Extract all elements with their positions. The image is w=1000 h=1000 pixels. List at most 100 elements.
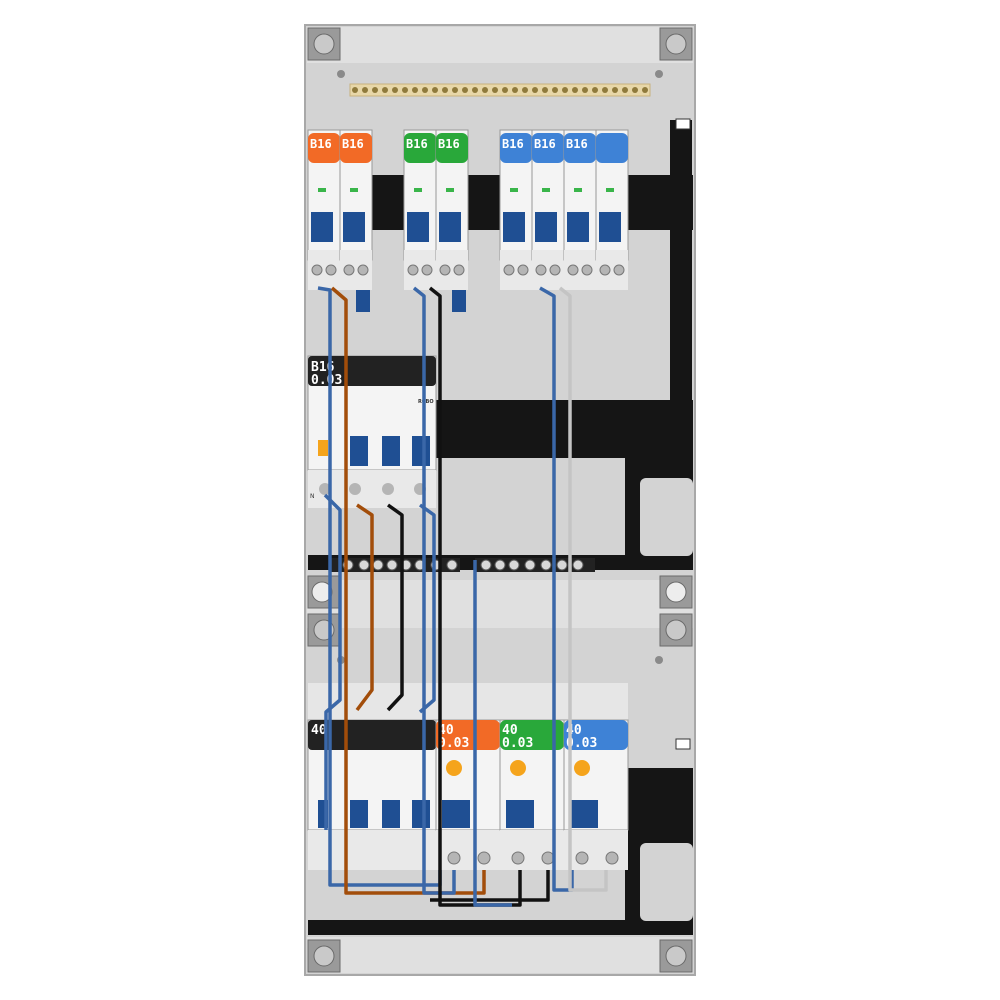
wiring (317, 286, 608, 907)
wire-black-3 (430, 870, 550, 902)
breaker-rating: B16 (566, 137, 588, 151)
breaker-top-3: B16 (403, 129, 437, 290)
breaker-handle[interactable] (311, 212, 333, 242)
busbar-terminals (352, 87, 648, 93)
busbar-terminal (572, 87, 578, 93)
breaker-top-4: B16 (435, 129, 469, 312)
busbar-terminal (472, 87, 478, 93)
busbar-terminal (552, 87, 558, 93)
status-indicator (350, 188, 358, 192)
breaker-handle[interactable] (599, 212, 621, 242)
busbar-terminal (382, 87, 388, 93)
status-indicator (542, 188, 550, 192)
rcd-test-button[interactable] (446, 760, 462, 776)
mid-cover (307, 580, 693, 628)
status-indicator (510, 188, 518, 192)
breaker-handle[interactable] (343, 212, 365, 242)
status-indicator (574, 188, 582, 192)
breaker-top-8 (595, 129, 629, 290)
wire-brown-2 (355, 503, 374, 712)
wire-blue-2 (412, 286, 456, 895)
rcbo-module: B16 0.03 RCBO N (307, 355, 437, 508)
rcbo-handle-3[interactable] (412, 436, 430, 466)
rcd-test-button[interactable] (574, 760, 590, 776)
breaker-rating: B16 (534, 137, 556, 151)
rcd-handle[interactable] (570, 800, 598, 828)
rcbo-handle-1[interactable] (350, 436, 368, 466)
wire-black (428, 286, 522, 907)
main-switch-label: 40 (311, 723, 327, 738)
rcbo-test-button[interactable] (318, 440, 328, 456)
breaker-rating: B16 (406, 137, 428, 151)
main-switch-handle-1[interactable] (318, 800, 328, 828)
busbar-terminal (542, 87, 548, 93)
breaker-top-1: B16 (307, 129, 341, 290)
rcd-sensitivity: 0.03 (566, 736, 597, 751)
rcd-3: 400.03 (563, 683, 629, 870)
main-switch-handle-4[interactable] (412, 800, 430, 828)
busbar-terminal (602, 87, 608, 93)
breaker-label-tab (564, 133, 596, 163)
status-indicator (414, 188, 422, 192)
bar-terminal (524, 559, 536, 571)
bar-terminal (480, 559, 492, 571)
wire-blue-3 (539, 286, 574, 892)
busbar-terminal (432, 87, 438, 93)
breaker-rating: B16 (310, 137, 332, 151)
bar-terminal (572, 559, 584, 571)
main-switch-handle-2[interactable] (350, 800, 368, 828)
busbar-terminal (622, 87, 628, 93)
breaker-label-tab (596, 133, 628, 163)
wire-blue-5 (418, 503, 436, 714)
rcd-test-button[interactable] (510, 760, 526, 776)
breaker-label-tab (340, 133, 372, 163)
wire-blue-4 (323, 493, 342, 830)
wire-black-2 (386, 503, 404, 712)
rcd-rating: 40 (438, 723, 454, 738)
breaker-handle[interactable] (535, 212, 557, 242)
busbar-terminal (512, 87, 518, 93)
rcd-label-tab (564, 720, 628, 750)
main-switch-handle-3[interactable] (382, 800, 400, 828)
busbar-terminal (392, 87, 398, 93)
top-cover (307, 27, 693, 63)
rcd-handle[interactable] (506, 800, 534, 828)
breaker-handle[interactable] (503, 212, 525, 242)
status-indicator (446, 188, 454, 192)
bar-terminal (556, 559, 568, 571)
busbar-terminal (362, 87, 368, 93)
breaker-handle[interactable] (407, 212, 429, 242)
rcbo-n-mark: N (310, 493, 315, 500)
bar-terminal (508, 559, 520, 571)
rcd-sensitivity: 0.03 (502, 736, 533, 751)
busbar-terminal (422, 87, 428, 93)
bottom-cover (307, 937, 693, 973)
busbar-terminal (482, 87, 488, 93)
breaker-top-5: B16 (499, 129, 533, 290)
breaker-top-6: B16 (531, 129, 565, 290)
breaker-handle[interactable] (439, 212, 461, 242)
busbar-terminal (582, 87, 588, 93)
breaker-handle[interactable] (567, 212, 589, 242)
rcd-rating: 40 (502, 723, 518, 738)
busbar-terminal (562, 87, 568, 93)
busbar-terminal (532, 87, 538, 93)
busbar-terminal (522, 87, 528, 93)
status-indicator (606, 188, 614, 192)
busbar-terminal (402, 87, 408, 93)
wire-grey (558, 286, 608, 892)
busbar-terminal (412, 87, 418, 93)
busbar-terminal (442, 87, 448, 93)
terminal-block (564, 830, 628, 870)
rcbo-handle-2[interactable] (382, 436, 400, 466)
busbar-terminal (592, 87, 598, 93)
breaker-label-tab (500, 133, 532, 163)
busbar-terminal (642, 87, 648, 93)
breaker-top-7: B16 (563, 129, 597, 290)
rcbo-label-line2: 0.03 (311, 373, 342, 388)
rcd-handle[interactable] (442, 800, 470, 828)
busbar-terminal (492, 87, 498, 93)
